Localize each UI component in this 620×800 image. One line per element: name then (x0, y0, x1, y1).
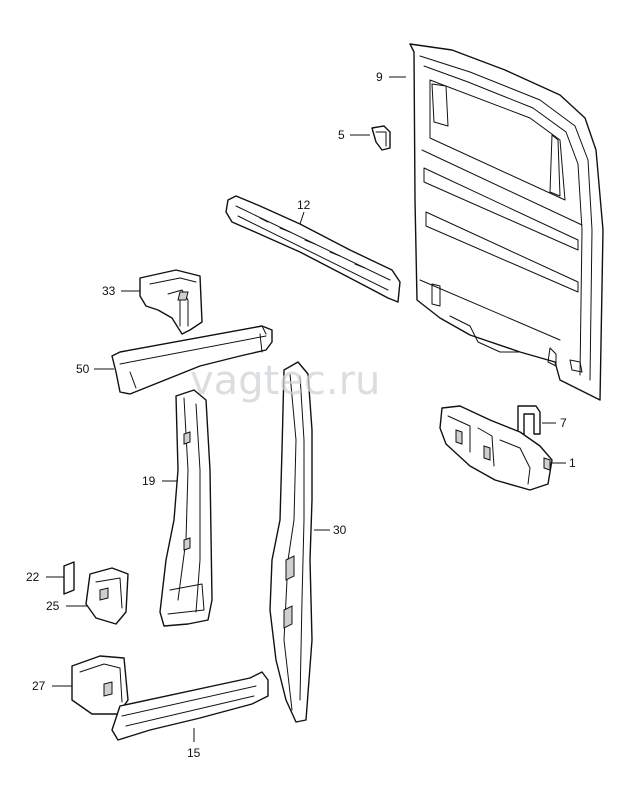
callout-19: 19 (142, 474, 156, 488)
part-30-long-pillar (269, 361, 313, 723)
callout-33: 33 (102, 284, 116, 298)
part-19-pillar-inner (159, 389, 213, 627)
callout-50: 50 (76, 362, 90, 376)
callout-22: 22 (26, 570, 40, 584)
part-12-cross-member (225, 195, 401, 303)
part-25-bracket (85, 567, 129, 625)
part-5-clip (371, 125, 391, 151)
part-1-lower-support (439, 405, 553, 491)
part-27-lower-bracket (71, 655, 129, 715)
callout-5: 5 (338, 128, 345, 142)
callout-15: 15 (187, 746, 201, 760)
part-7-u-clip (517, 405, 541, 435)
part-15-sill (111, 671, 269, 741)
callout-9: 9 (376, 70, 383, 84)
callout-12: 12 (297, 198, 311, 212)
part-22-plate (63, 561, 75, 595)
callout-7: 7 (560, 416, 567, 430)
callout-27: 27 (32, 679, 46, 693)
leader-12 (299, 211, 305, 225)
callout-30: 30 (333, 523, 347, 537)
part-50-upper-panel (111, 325, 273, 395)
part-33-corner-bracket (139, 269, 203, 335)
watermark: vagtec.ru (190, 358, 380, 404)
callout-1: 1 (569, 456, 576, 470)
part-9-rear-panel (409, 43, 604, 401)
callout-25: 25 (46, 599, 60, 613)
